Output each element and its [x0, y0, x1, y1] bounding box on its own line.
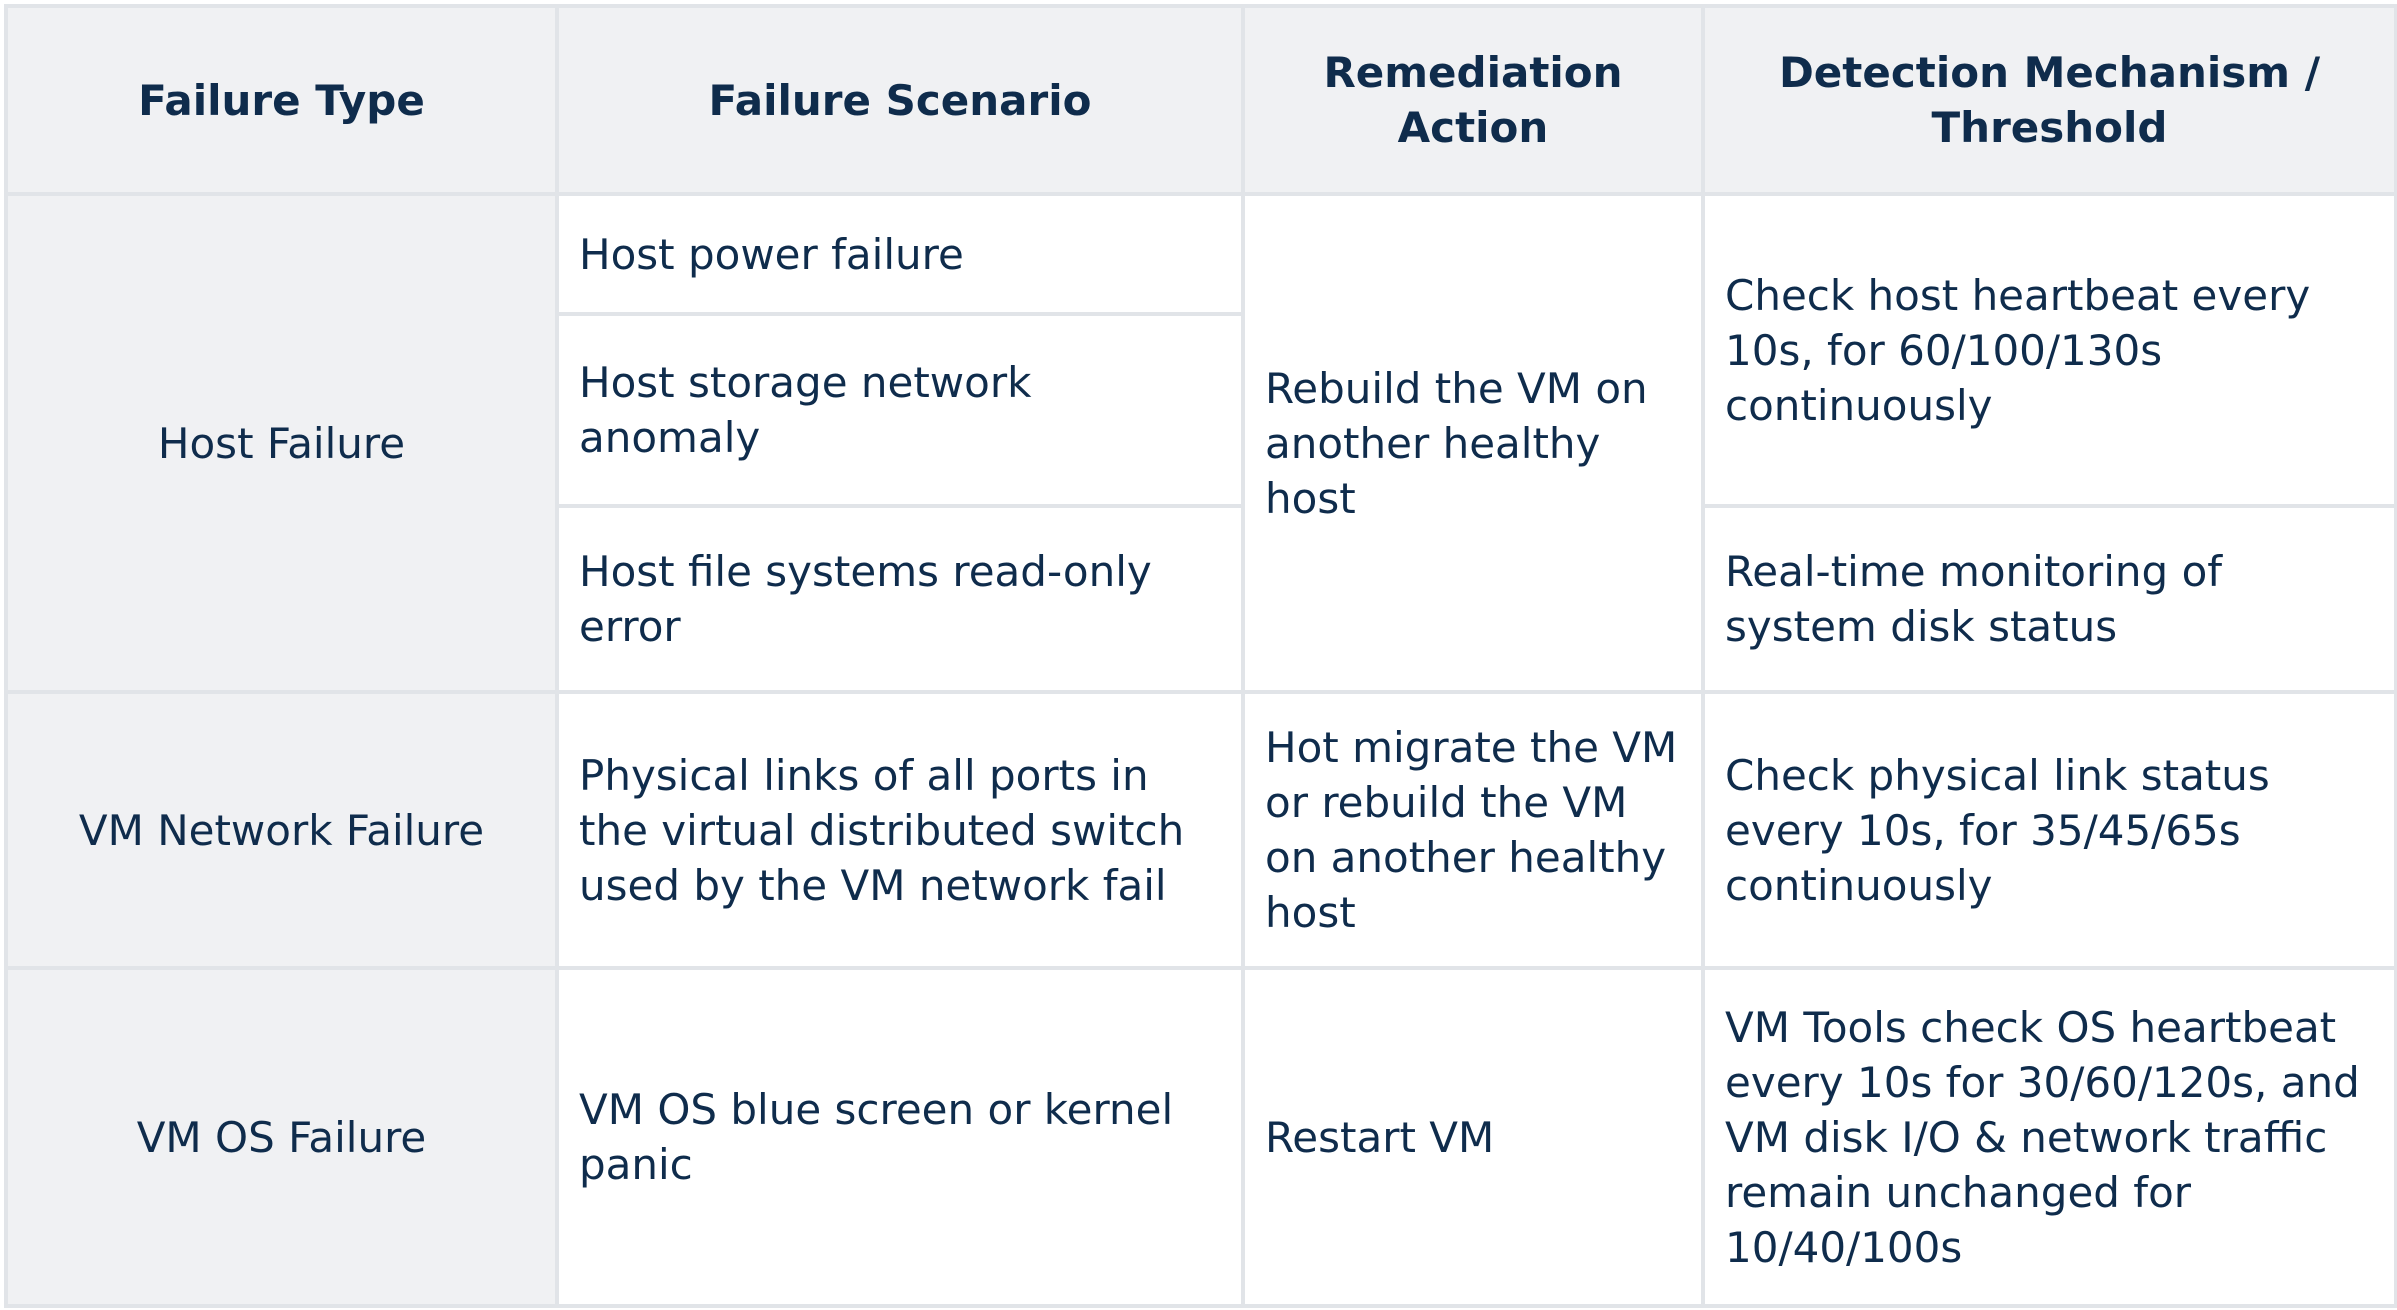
network-scenario: Physical links of all ports in the virtu… [555, 690, 1245, 970]
header-detection-mechanism: Detection Mechanism / Threshold [1701, 4, 2397, 196]
header-row: Failure Type Failure Scenario Remediatio… [4, 4, 2397, 196]
table-row: Host Failure Host power failure Rebuild … [4, 192, 2397, 694]
table-row: Host storage network anomaly [6, 312, 2396, 508]
os-failure-type: VM OS Failure [4, 966, 559, 1308]
network-detection: Check physical link status every 10s, fo… [1701, 690, 2397, 970]
host-scenario-fs: Host file systems read-only error [555, 504, 1245, 694]
host-failure-type: Host Failure [4, 192, 559, 694]
ha-failure-table: Failure Type Failure Scenario Remediatio… [4, 4, 2397, 1308]
header-remediation-action: Remediation Action [1241, 4, 1705, 196]
os-scenario: VM OS blue screen or kernel panic [555, 966, 1245, 1308]
table-row: VM Network Failure Physical links of all… [4, 690, 2397, 970]
os-remediation: Restart VM [1241, 966, 1705, 1308]
network-remediation: Hot migrate the VM or rebuild the VM on … [1241, 690, 1705, 970]
host-detection-disk: Real-time monitoring of system disk stat… [1701, 504, 2397, 694]
host-scenario-storage: Host storage network anomaly [555, 312, 1245, 508]
os-detection: VM Tools check OS heartbeat every 10s fo… [1701, 966, 2397, 1308]
header-failure-type: Failure Type [4, 4, 559, 196]
host-remediation: Rebuild the VM on another healthy host [1241, 192, 1705, 694]
table-row: VM OS Failure VM OS blue screen or kerne… [4, 966, 2397, 1308]
network-failure-type: VM Network Failure [4, 690, 559, 970]
header-failure-scenario: Failure Scenario [555, 4, 1245, 196]
table-row: Host file systems read-only error Real-t… [6, 504, 2397, 694]
host-detection-heartbeat: Check host heartbeat every 10s, for 60/1… [1701, 192, 2397, 508]
host-scenario-power: Host power failure [555, 192, 1245, 316]
